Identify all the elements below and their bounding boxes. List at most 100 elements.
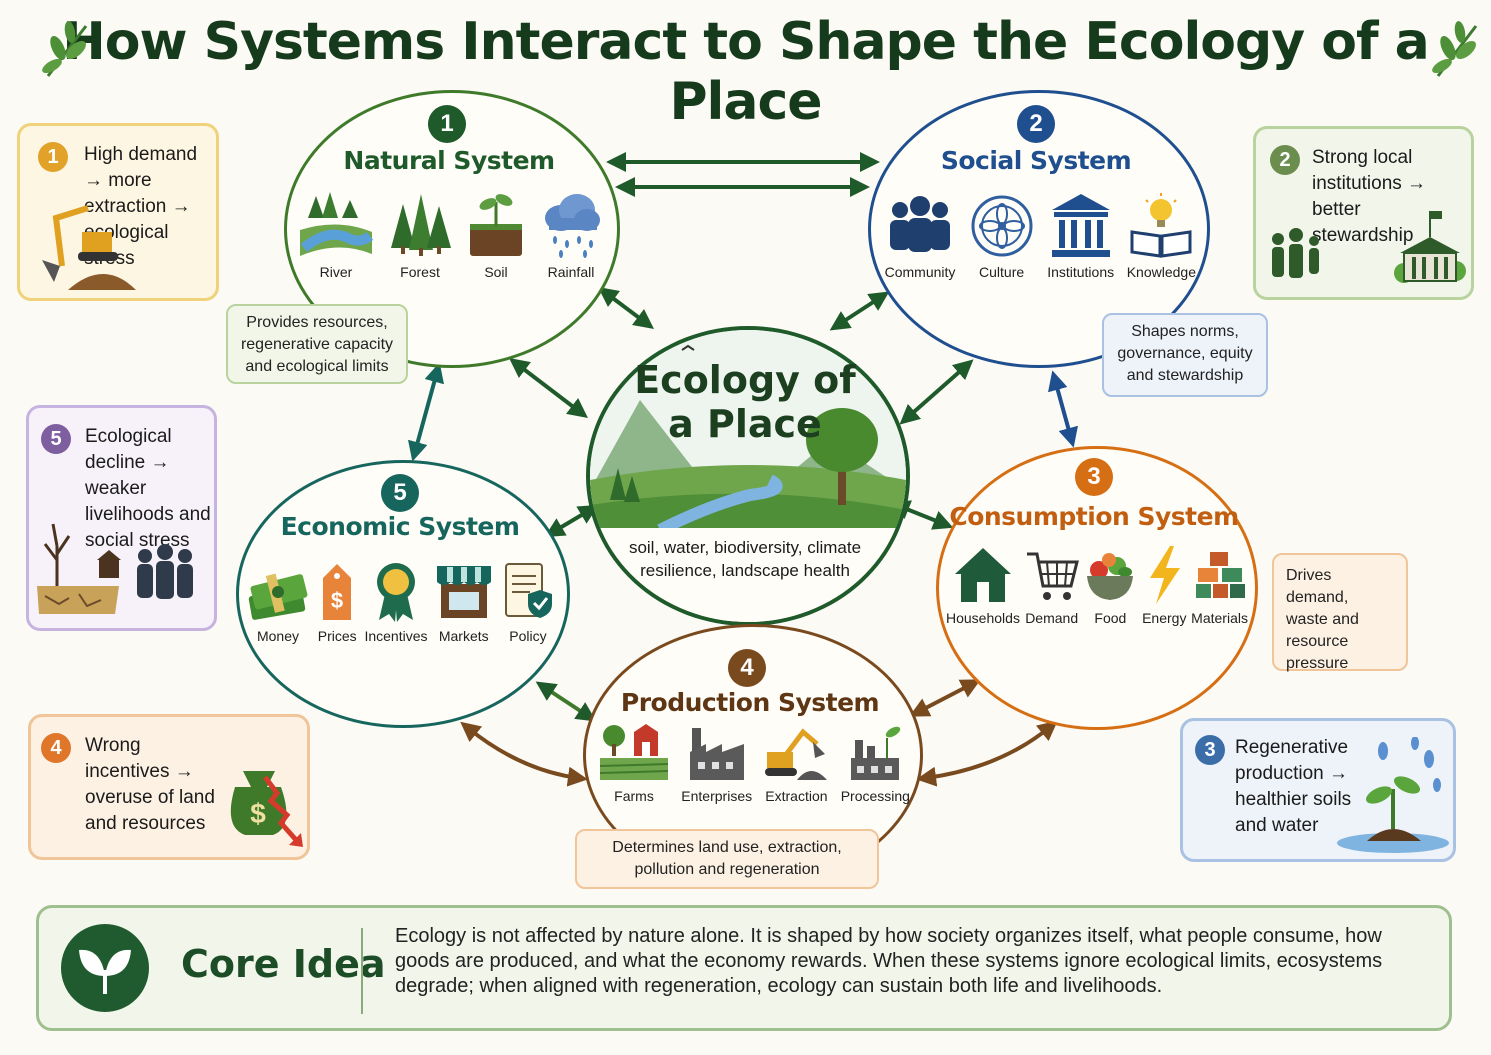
extraction-label: Extraction xyxy=(765,788,828,804)
soil-item: Soil xyxy=(466,188,526,280)
core-idea-text: Ecology is not affected by nature alone.… xyxy=(395,925,1383,997)
economic-system-number: 5 xyxy=(381,474,419,512)
side-note-4: 4 Wrong incentives → overuse of land and… xyxy=(28,714,310,860)
materials-item: Materials xyxy=(1191,544,1248,626)
natural-system-number: 1 xyxy=(428,105,466,143)
lightning-bolt-icon xyxy=(1150,546,1181,604)
enterprises-label: Enterprises xyxy=(681,788,753,804)
policy-document-icon xyxy=(504,563,552,618)
money-bag-decline-icon: $ xyxy=(230,771,303,847)
farm-barn-icon xyxy=(599,724,669,780)
institution-people-icon xyxy=(1272,211,1466,283)
forest-icon xyxy=(391,194,451,256)
factory-icon xyxy=(689,728,744,780)
price-tag-icon: $ xyxy=(323,564,352,620)
leaf-sprig-icon xyxy=(42,21,88,77)
incentives-label: Incentives xyxy=(364,628,428,644)
river-icon xyxy=(300,192,374,256)
money-label: Money xyxy=(256,628,300,644)
market-stall-icon xyxy=(436,566,491,618)
side-note-5-badge: 5 xyxy=(41,424,71,454)
excavator-icon xyxy=(765,728,828,780)
forest-label: Forest xyxy=(400,264,440,280)
institutions-label: Institutions xyxy=(1047,264,1115,280)
social-system-icons: Community Culture Institutions Knowled xyxy=(884,192,1196,280)
natural-system-note: Provides resources, regenerative capacit… xyxy=(226,304,408,384)
side-note-2: 2 Strong local institutions → better ste… xyxy=(1253,126,1474,300)
side-note-1: 1 High demand → more extraction → ecolog… xyxy=(17,123,219,301)
regenerative-sprout-icon xyxy=(1337,737,1449,853)
center-title: Ecology of a Place xyxy=(600,358,890,446)
side-note-2-text: Strong local institutions → better stewa… xyxy=(1312,147,1427,246)
svg-text:$: $ xyxy=(250,798,266,829)
processing-plant-icon xyxy=(851,726,901,780)
consumption-system-number: 3 xyxy=(1075,458,1113,496)
money-item: Money xyxy=(246,558,310,644)
side-note-1-badge: 1 xyxy=(38,142,68,172)
side-note-2-badge: 2 xyxy=(1270,145,1300,175)
river-label: River xyxy=(319,264,353,280)
materials-label: Materials xyxy=(1191,610,1248,626)
culture-mandala-icon xyxy=(971,195,1033,257)
food-bowl-icon xyxy=(1087,553,1134,600)
center-title-line2: a Place xyxy=(668,402,822,446)
natural-system-title: Natural System xyxy=(343,146,555,175)
side-note-3: 3 Regenerative production → healthier so… xyxy=(1180,718,1456,862)
markets-item: Markets xyxy=(435,558,493,644)
soil-sprout-icon xyxy=(470,194,522,256)
shopping-cart-icon xyxy=(1026,552,1079,600)
demand-label: Demand xyxy=(1025,610,1079,626)
rainfall-label: Rainfall xyxy=(547,264,595,280)
markets-label: Markets xyxy=(438,628,489,644)
leaf-badge-icon xyxy=(61,924,149,1012)
natural-system-icons: River Forest Soil Rainfall xyxy=(298,188,603,280)
production-system-icons: Farms Enterprises Extraction Processing xyxy=(598,722,910,804)
forest-item: Forest xyxy=(387,188,453,280)
institution-building-icon xyxy=(1051,194,1110,257)
community-people-icon xyxy=(890,196,950,252)
rainfall-item: Rainfall xyxy=(539,188,603,280)
enterprises-item: Enterprises xyxy=(681,722,752,804)
energy-item: Energy xyxy=(1142,544,1186,626)
social-system-title: Social System xyxy=(940,146,1132,175)
core-idea-divider xyxy=(361,928,363,1014)
consumption-system-title: Consumption System xyxy=(949,502,1239,531)
river-item: River xyxy=(298,188,374,280)
side-note-3-text: Regenerative production → healthier soil… xyxy=(1235,737,1352,836)
side-note-4-badge: 4 xyxy=(41,733,71,763)
rain-cloud-icon xyxy=(545,194,600,258)
award-medal-icon xyxy=(376,563,415,622)
page-title: How Systems Interact to Shape the Ecolog… xyxy=(62,12,1430,132)
core-idea-panel: Core Idea Ecology is not affected by nat… xyxy=(36,905,1452,1031)
policy-item: Policy xyxy=(500,558,556,644)
social-system-number: 2 xyxy=(1017,105,1055,143)
community-item: Community xyxy=(884,192,956,280)
center-title-line1: Ecology of xyxy=(634,358,856,402)
consumption-system-icons: Households Demand Food Energy Materials xyxy=(946,544,1248,626)
households-item: Households xyxy=(946,544,1020,626)
farms-label: Farms xyxy=(614,788,654,804)
food-item: Food xyxy=(1083,544,1137,626)
knowledge-label: Knowledge xyxy=(1126,264,1196,280)
policy-label: Policy xyxy=(509,628,547,644)
demand-item: Demand xyxy=(1025,544,1079,626)
side-note-3-badge: 3 xyxy=(1195,735,1225,765)
food-label: Food xyxy=(1094,610,1127,626)
knowledge-book-icon xyxy=(1130,193,1192,258)
production-system-number: 4 xyxy=(728,649,766,687)
energy-label: Energy xyxy=(1142,610,1187,626)
knowledge-item: Knowledge xyxy=(1127,192,1196,280)
production-system-note: Determines land use, extraction, polluti… xyxy=(575,829,879,889)
production-system-title: Production System xyxy=(620,688,880,717)
institutions-item: Institutions xyxy=(1047,192,1114,280)
economic-system-title: Economic System xyxy=(280,512,520,541)
soil-label: Soil xyxy=(484,264,508,280)
ecological-decline-icon xyxy=(37,523,193,614)
community-label: Community xyxy=(884,264,956,280)
ecology-center-circle xyxy=(586,326,910,626)
processing-item: Processing xyxy=(841,722,910,804)
house-icon xyxy=(954,548,1011,602)
materials-blocks-icon xyxy=(1195,552,1245,598)
side-note-5-text: Ecological decline → weaker livelihoods … xyxy=(85,426,211,551)
